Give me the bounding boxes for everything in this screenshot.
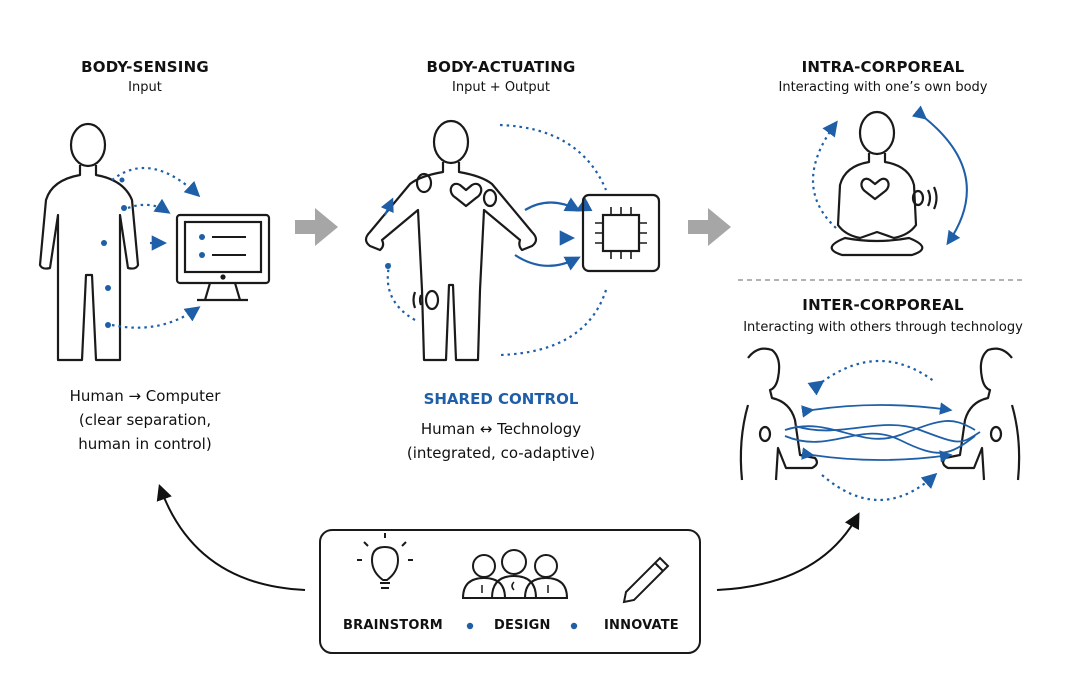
body-actuating-title: BODY-ACTUATING bbox=[426, 58, 576, 76]
bidirectional-loop-dots bbox=[386, 123, 608, 357]
intra-loop-arc bbox=[911, 105, 968, 246]
actuating-desc-line-2: (integrated, co-adaptive) bbox=[406, 444, 596, 462]
sensing-desc-line-2: (clear separation, bbox=[78, 411, 212, 429]
team-group-icon bbox=[461, 549, 569, 599]
actuating-desc-line-1: Human ↔ Technology bbox=[420, 420, 582, 438]
flow-arrow-1 bbox=[295, 208, 338, 246]
sensor-arrow bbox=[380, 197, 394, 216]
standing-human-figure bbox=[38, 122, 140, 362]
inter-corporeal-title: INTER-CORPOREAL bbox=[802, 296, 964, 314]
return-arrow-right bbox=[716, 512, 860, 591]
body-sensing-subtitle: Input bbox=[128, 80, 162, 95]
interaction-waves bbox=[784, 402, 981, 463]
lightbulb-icon bbox=[357, 533, 413, 589]
data-flow-arrows bbox=[111, 166, 201, 329]
inter-loop-dots bbox=[807, 359, 938, 502]
pencil-icon bbox=[622, 556, 670, 604]
loop-dot bbox=[385, 263, 391, 269]
step-brainstorm: BRAINSTORM bbox=[343, 618, 443, 633]
step-dot-2 bbox=[570, 622, 578, 630]
step-design: DESIGN bbox=[494, 618, 551, 633]
body-sensing-title: BODY-SENSING bbox=[81, 58, 209, 76]
step-innovate: INNOVATE bbox=[604, 618, 679, 633]
intra-loop-dots bbox=[811, 120, 838, 229]
arms-open-human-figure bbox=[364, 119, 538, 362]
shared-control-label: SHARED CONTROL bbox=[423, 390, 579, 408]
intra-corporeal-subtitle: Interacting with one’s own body bbox=[778, 80, 988, 95]
right-person-figure bbox=[941, 347, 1021, 481]
processor-chip-icon bbox=[581, 193, 661, 273]
intra-corporeal-title: INTRA-CORPOREAL bbox=[801, 58, 965, 76]
sensor-dots bbox=[101, 177, 127, 328]
sensing-desc-line-3: human in control) bbox=[78, 435, 212, 453]
body-actuating-subtitle: Input + Output bbox=[452, 80, 550, 95]
left-person-figure bbox=[739, 347, 819, 481]
inter-corporeal-subtitle: Interacting with others through technolo… bbox=[743, 320, 1023, 335]
computer-monitor-icon bbox=[175, 213, 271, 302]
exchange-arrows bbox=[514, 197, 593, 271]
return-arrow-left bbox=[156, 483, 306, 591]
meditating-human-figure bbox=[830, 110, 938, 257]
process-box bbox=[319, 529, 701, 654]
sensing-desc-line-1: Human → Computer bbox=[69, 387, 221, 405]
flow-arrow-2 bbox=[688, 208, 731, 246]
step-dot-1 bbox=[466, 622, 474, 630]
